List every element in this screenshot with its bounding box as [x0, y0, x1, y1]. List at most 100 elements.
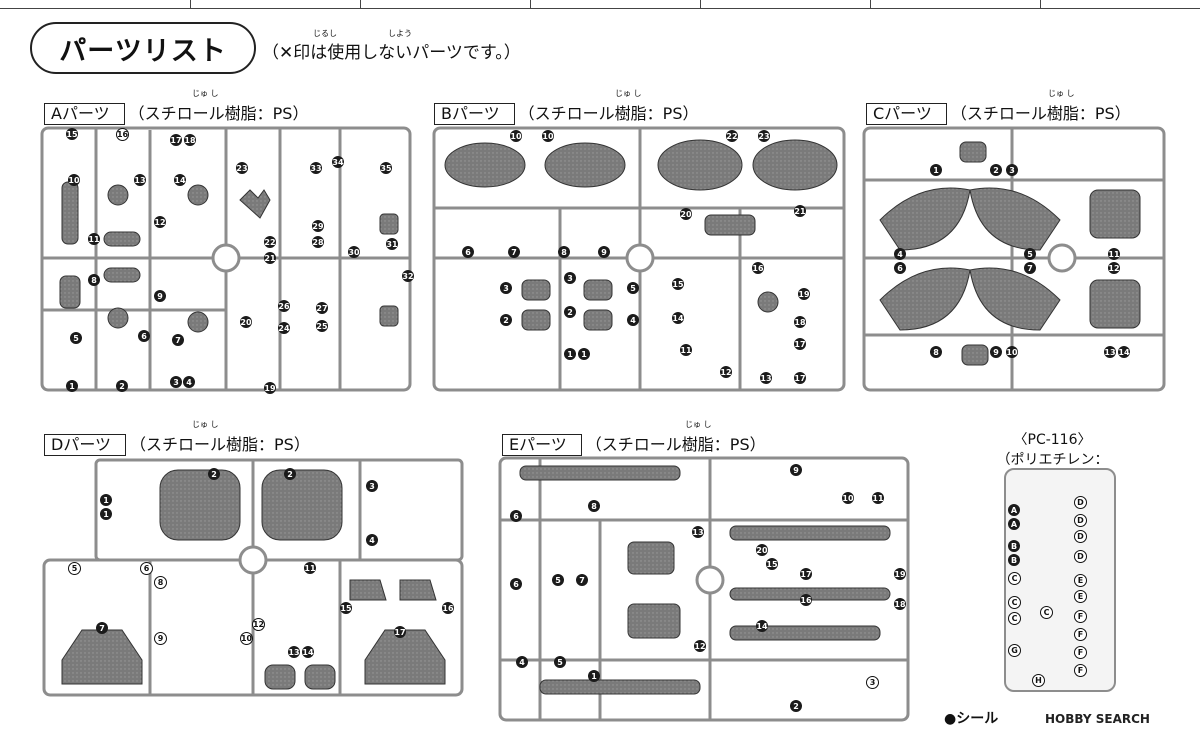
part-num-d: 15 — [340, 602, 352, 614]
part-num-b: 20 — [680, 208, 692, 220]
pc-label: D — [1074, 550, 1087, 563]
part-num-a: 13 — [134, 174, 146, 186]
part-num-d: 7 — [96, 622, 108, 634]
pc-label: A — [1008, 518, 1020, 530]
part-num-e: 16 — [800, 594, 812, 606]
top-tick — [870, 0, 871, 8]
part-num-b: 2 — [564, 306, 576, 318]
part-num-a: 29 — [312, 220, 324, 232]
part-num-c: 6 — [894, 262, 906, 274]
part-num-a: 17 — [170, 134, 182, 146]
part-num-c: 11 — [1108, 248, 1120, 260]
part-num-b: 17 — [794, 372, 806, 384]
top-tick — [1040, 0, 1041, 8]
part-num-a: 20 — [240, 316, 252, 328]
part-num-c: 9 — [990, 346, 1002, 358]
part-num-b: 4 — [627, 314, 639, 326]
part-num-a: 9 — [154, 290, 166, 302]
part-num-a: 31 — [386, 238, 398, 250]
section-a-label: Aパーツ（スチロール樹脂：PS） — [44, 100, 308, 125]
part-num-e: 10 — [842, 492, 854, 504]
part-num-b: 11 — [680, 344, 692, 356]
part-num-a: 19 — [264, 382, 276, 394]
part-num-e: 5 — [554, 656, 566, 668]
part-num-d: 4 — [366, 534, 378, 546]
note-ruby: しよう — [388, 29, 412, 38]
part-num-a: 12 — [154, 216, 166, 228]
pc-label: D — [1074, 496, 1087, 509]
pc-label: B — [1008, 540, 1020, 552]
part-num-c: 10 — [1006, 346, 1018, 358]
part-num-b: 8 — [558, 246, 570, 258]
part-num-c: 1 — [930, 164, 942, 176]
part-num-b: 10 — [542, 130, 554, 142]
part-num-c: 14 — [1118, 346, 1130, 358]
title-note: （✕印は使用しないパーツです。） — [262, 43, 521, 63]
section-a-material: （スチロール樹脂：PS） — [128, 104, 309, 123]
section-e-material: （スチロール樹脂：PS） — [585, 435, 766, 454]
part-num-d: 3 — [366, 480, 378, 492]
part-num-a: 15 — [66, 128, 78, 140]
part-num-e: 19 — [894, 568, 906, 580]
part-num-e: 2 — [790, 700, 802, 712]
part-num-a: 14 — [174, 174, 186, 186]
part-num-a: 33 — [310, 162, 322, 174]
part-num-e: 15 — [766, 558, 778, 570]
part-num-c: 3 — [1006, 164, 1018, 176]
part-num-d: 14 — [302, 646, 314, 658]
section-c-name: Cパーツ — [866, 103, 947, 125]
part-num-c: 8 — [930, 346, 942, 358]
watermark: HOBBY SEARCH — [1045, 712, 1150, 726]
section-b-material: （スチロール樹脂：PS） — [518, 104, 699, 123]
part-num-e: 6 — [510, 578, 522, 590]
part-num-d: 1 — [100, 508, 112, 520]
part-num-a: 4 — [183, 376, 195, 388]
part-num-b: 18 — [794, 316, 806, 328]
part-num-c: 7 — [1024, 262, 1036, 274]
part-num-a: 21 — [264, 252, 276, 264]
part-num-a: 18 — [184, 134, 196, 146]
section-b-label: Bパーツ（スチロール樹脂：PS） — [434, 100, 698, 125]
part-num-d: 1 — [100, 494, 112, 506]
part-num-e: 12 — [694, 640, 706, 652]
note-ruby: じるし — [313, 29, 337, 38]
part-num-b: 1 — [564, 348, 576, 360]
part-num-a: 35 — [380, 162, 392, 174]
part-num-e: 17 — [800, 568, 812, 580]
part-num-b: 16 — [752, 262, 764, 274]
part-num-a: 25 — [316, 320, 328, 332]
part-num-b: 3 — [500, 282, 512, 294]
part-num-a: 24 — [278, 322, 290, 334]
part-num-b: 12 — [720, 366, 732, 378]
part-num-e: 5 — [552, 574, 564, 586]
part-num-b: 15 — [672, 278, 684, 290]
pc-sprue — [1004, 468, 1116, 692]
part-num-e: 7 — [576, 574, 588, 586]
section-e-name: Eパーツ — [502, 434, 582, 456]
part-num-d: 13 — [288, 646, 300, 658]
part-num-b: 19 — [798, 288, 810, 300]
part-num-a: 5 — [70, 332, 82, 344]
top-border — [0, 0, 1200, 9]
part-num-c: 4 — [894, 248, 906, 260]
section-d-material: （スチロール樹脂：PS） — [130, 435, 310, 454]
pc-label: C — [1008, 612, 1021, 625]
part-num-a: 6 — [138, 330, 150, 342]
part-num-a: 32 — [402, 270, 414, 282]
top-tick — [530, 0, 531, 8]
sprue-frame-e — [498, 456, 910, 722]
section-c-material: （スチロール樹脂：PS） — [950, 104, 1131, 123]
part-num-a: 2 — [116, 380, 128, 392]
seal-label: ●シール — [944, 711, 999, 727]
part-num-a: 8 — [88, 274, 100, 286]
ruby-a: じゅ し — [192, 89, 219, 98]
part-num-d: 9 — [154, 632, 167, 645]
part-num-e: 8 — [588, 500, 600, 512]
part-num-d: 17 — [394, 626, 406, 638]
part-num-d: 6 — [140, 562, 153, 575]
part-num-e: 13 — [692, 526, 704, 538]
part-num-b: 9 — [598, 246, 610, 258]
part-num-c: 12 — [1108, 262, 1120, 274]
part-num-a: 27 — [316, 302, 328, 314]
pc-label: F — [1074, 646, 1087, 659]
